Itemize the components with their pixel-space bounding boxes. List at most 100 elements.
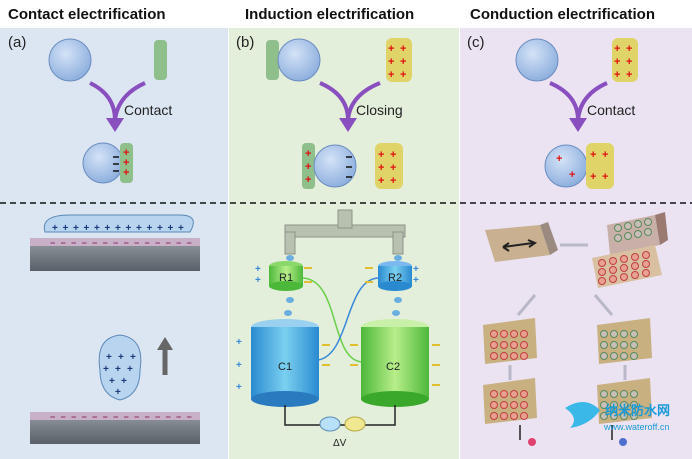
plus-c-charged: ++ ++ ++ xyxy=(556,149,608,183)
green-bar-b xyxy=(266,40,279,80)
ion-circle xyxy=(630,341,638,349)
svg-text:+: + xyxy=(400,69,406,81)
label-r2: R2 xyxy=(388,272,402,284)
sphere-a xyxy=(48,38,92,82)
ion-circles-middle xyxy=(490,330,638,420)
ion-circle xyxy=(620,330,628,338)
ion-circle xyxy=(600,341,608,349)
charge-glyph: − xyxy=(50,412,55,422)
green-bar-a xyxy=(154,40,167,80)
charge-glyph: + xyxy=(168,223,174,234)
ion-circle xyxy=(500,341,508,349)
charge-glyph: + xyxy=(94,223,100,234)
green-bar-a-charged xyxy=(120,143,133,183)
svg-text:+: + xyxy=(378,162,384,174)
svg-text:+: + xyxy=(614,69,620,81)
ion-circle xyxy=(620,264,628,272)
ring-r1-body xyxy=(269,266,303,286)
svg-text:+: + xyxy=(400,56,406,68)
slab-bottom-a xyxy=(30,418,200,444)
ion-circle xyxy=(490,412,498,420)
ion-circle xyxy=(520,390,528,398)
title-contact: Contact electrification xyxy=(8,6,166,23)
charge-glyph: − xyxy=(92,412,97,422)
ion-circle xyxy=(610,352,618,360)
ion-circle xyxy=(642,269,650,277)
ion-circle xyxy=(600,352,608,360)
ion-circle xyxy=(630,412,638,420)
ion-circle xyxy=(520,352,528,360)
ion-circle xyxy=(620,401,628,409)
ion-circle xyxy=(600,390,608,398)
ion-circle xyxy=(500,352,508,360)
cyl-c2-bottom xyxy=(361,391,429,407)
up-arrow-head xyxy=(157,337,173,350)
yellow-block-c xyxy=(612,38,638,82)
electrode-yellow xyxy=(344,416,366,432)
charge-glyph: + xyxy=(147,223,153,234)
ion-circle xyxy=(598,259,606,267)
plus-ion-dot xyxy=(528,438,536,446)
action-label-c: Contact xyxy=(587,102,635,118)
round-drop-plus: +++++++++ xyxy=(103,352,136,398)
ion-circle xyxy=(490,352,498,360)
svg-text:+: + xyxy=(305,174,311,186)
ion-circle xyxy=(610,401,618,409)
title-conduction: Conduction electrification xyxy=(470,6,656,23)
ion-circle xyxy=(620,352,628,360)
ion-circle xyxy=(610,341,618,349)
minus-sphere-b xyxy=(346,156,352,178)
svg-text:+: + xyxy=(255,275,261,286)
svg-text:+: + xyxy=(388,56,394,68)
cyl-c1-bottom xyxy=(251,391,319,407)
ion-circle xyxy=(620,341,628,349)
svg-text:+: + xyxy=(602,149,608,161)
ion-circle xyxy=(609,275,617,283)
ion-circle xyxy=(631,271,639,279)
plates-middle xyxy=(483,318,652,424)
ion-circle xyxy=(490,341,498,349)
slab-bottom-a-surface xyxy=(30,412,200,420)
charge-glyph: − xyxy=(124,238,129,248)
ion-circle xyxy=(490,390,498,398)
svg-text:+: + xyxy=(378,149,384,161)
charge-glyph: + xyxy=(105,223,111,234)
charge-glyph: − xyxy=(134,412,139,422)
svg-text:+: + xyxy=(390,175,396,187)
charge-glyph: + xyxy=(136,223,142,234)
svg-text:+: + xyxy=(413,275,419,286)
ion-circle xyxy=(630,401,638,409)
ion-circle xyxy=(610,390,618,398)
blue-plus-b: ++ ++ +++ xyxy=(236,264,419,393)
ion-circle xyxy=(630,390,638,398)
voltage-label: ΔV xyxy=(333,438,347,449)
charge-glyph: + xyxy=(52,223,58,234)
action-label-a: Contact xyxy=(124,102,172,118)
slab-top-minus: −−−−−−−−−−−−−− xyxy=(50,238,192,248)
plus-block-b-charged: ++ ++ ++ xyxy=(378,149,396,187)
ring-r2-body xyxy=(378,266,412,286)
svg-text:+: + xyxy=(388,43,394,55)
ion-circle xyxy=(631,253,639,261)
svg-text:+: + xyxy=(305,148,311,160)
plus-bar-b: +++ xyxy=(305,148,311,186)
yellow-block-b-charged xyxy=(375,143,403,189)
ion-circle xyxy=(620,412,628,420)
plus-charges-a: +++ xyxy=(123,147,129,179)
charge-glyph: − xyxy=(103,238,108,248)
ion-circle xyxy=(510,412,518,420)
charge-glyph: − xyxy=(176,238,181,248)
charge-glyph: − xyxy=(166,412,171,422)
charge-glyph: + xyxy=(157,223,163,234)
watermark-cn: 纳米防水网 xyxy=(605,403,670,418)
svg-text:+: + xyxy=(378,175,384,187)
switch-block xyxy=(485,222,558,262)
cyl-c2-body xyxy=(361,327,429,399)
svg-text:+: + xyxy=(626,43,632,55)
ion-circle xyxy=(600,412,608,420)
ion-circle xyxy=(490,330,498,338)
ion-circle xyxy=(614,234,622,242)
ion-circle xyxy=(620,390,628,398)
charge-glyph: − xyxy=(103,412,108,422)
